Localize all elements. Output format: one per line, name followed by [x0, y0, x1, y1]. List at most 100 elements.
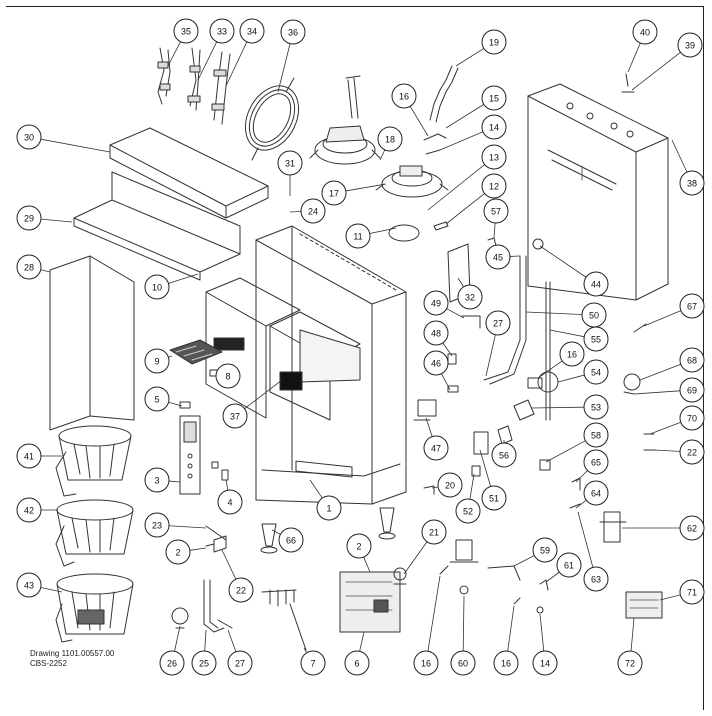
callout-circle: [583, 566, 609, 592]
clamp-64: [569, 503, 581, 509]
callout-circle: [278, 527, 304, 553]
callout-circle: [437, 472, 463, 498]
callout-58: 58: [583, 422, 609, 448]
callout-number: 34: [247, 27, 257, 37]
leader-line-46: [441, 373, 451, 391]
leader-line-27: [227, 629, 237, 652]
callout-16: 16: [391, 83, 417, 109]
leader-line-14: [539, 613, 545, 652]
callout-17: 17: [321, 180, 347, 206]
wire-harness-33: [187, 47, 201, 111]
callout-number: 38: [687, 179, 697, 189]
drawing-model: CBS-2252: [30, 659, 67, 668]
brew-basket-43: [55, 573, 134, 643]
callout-number: 11: [353, 232, 362, 242]
callout-number: 4: [227, 498, 232, 508]
callout-55: 55: [583, 326, 609, 352]
pump-54: [527, 371, 559, 393]
callout-64: 64: [583, 480, 609, 506]
callout-43: 43: [16, 572, 42, 598]
leader-line-9: [168, 355, 173, 358]
drawing-number: Drawing 1101.00557.00: [30, 649, 115, 658]
fitting-56: [497, 425, 513, 445]
callout-number: 16: [501, 659, 511, 669]
callout-number: 50: [589, 311, 599, 321]
main-frame-1: [255, 225, 407, 505]
callout-number: 55: [591, 335, 601, 345]
cup-66b: [378, 507, 396, 540]
leader-line-13: [427, 164, 485, 211]
callout-circle: [481, 29, 507, 55]
callout-circle: [556, 552, 582, 578]
callout-circle: [277, 150, 303, 176]
callout-41: 41: [16, 443, 42, 469]
leader-line-60: [462, 595, 465, 652]
callout-circle: [481, 85, 507, 111]
callout-25: 25: [191, 650, 217, 676]
callout-circle: [583, 359, 609, 385]
leader-line-36: [277, 43, 291, 93]
callout-circle: [532, 537, 558, 563]
callout-59: 59: [532, 537, 558, 563]
callout-circle: [144, 512, 170, 538]
leader-line-52: [469, 473, 475, 500]
callout-circle: [493, 650, 519, 676]
leader-line-57: [493, 222, 496, 239]
callout-54: 54: [583, 359, 609, 385]
leader-line-17: [345, 183, 387, 192]
callout-circle: [583, 422, 609, 448]
callout-circle: [413, 650, 439, 676]
lower-housing: [205, 277, 361, 421]
callout-60: 60: [450, 650, 476, 676]
o-ring-69: [623, 391, 635, 395]
callout-circle: [583, 480, 609, 506]
leader-line-22: [221, 549, 237, 580]
cap-52: [471, 465, 481, 477]
callout-circle: [423, 320, 449, 346]
callout-number: 28: [24, 263, 34, 273]
callout-circle: [159, 650, 185, 676]
leader-line-22: [653, 449, 681, 452]
callout-circle: [423, 290, 449, 316]
leader-line-34: [225, 41, 248, 87]
leader-line-59: [513, 555, 535, 567]
callout-66: 66: [278, 527, 304, 553]
leader-line-25: [204, 629, 207, 652]
callout-number: 53: [591, 403, 601, 413]
callout-circle: [679, 347, 705, 373]
label-37: [279, 371, 303, 391]
callout-5: 5: [144, 386, 170, 412]
callout-circle: [632, 19, 658, 45]
callout-number: 26: [167, 659, 177, 669]
leader-line-66: [271, 529, 281, 535]
leader-line-30: [40, 138, 111, 153]
callout-51: 51: [481, 485, 507, 511]
callout-number: 69: [687, 386, 697, 396]
leader-line-18: [379, 149, 386, 161]
leader-line-3: [168, 480, 181, 483]
callout-circle: [144, 274, 170, 300]
callout-number: 66: [286, 536, 296, 546]
callout-10: 10: [144, 274, 170, 300]
leader-line-71: [659, 594, 681, 601]
gasket-12: [433, 221, 449, 231]
callout-circle: [344, 650, 370, 676]
clip-57: [487, 237, 497, 247]
callout-number: 12: [489, 182, 499, 192]
leader-line-50: [525, 311, 583, 315]
callout-number: 3: [154, 476, 159, 486]
callout-37: 37: [222, 403, 248, 429]
callout-71: 71: [679, 579, 705, 605]
callout-36: 36: [280, 19, 306, 45]
callout-2: 2: [165, 539, 191, 565]
clamp-16: [439, 565, 449, 575]
callout-48: 48: [423, 320, 449, 346]
leader-line-47: [425, 417, 433, 437]
callout-number: 16: [567, 350, 577, 360]
leader-line-5: [168, 401, 183, 407]
leader-line-2: [189, 547, 207, 551]
leader-line-54: [557, 374, 585, 383]
callout-circle: [321, 180, 347, 206]
callout-14: 14: [481, 114, 507, 140]
leader-line-19: [455, 48, 485, 67]
